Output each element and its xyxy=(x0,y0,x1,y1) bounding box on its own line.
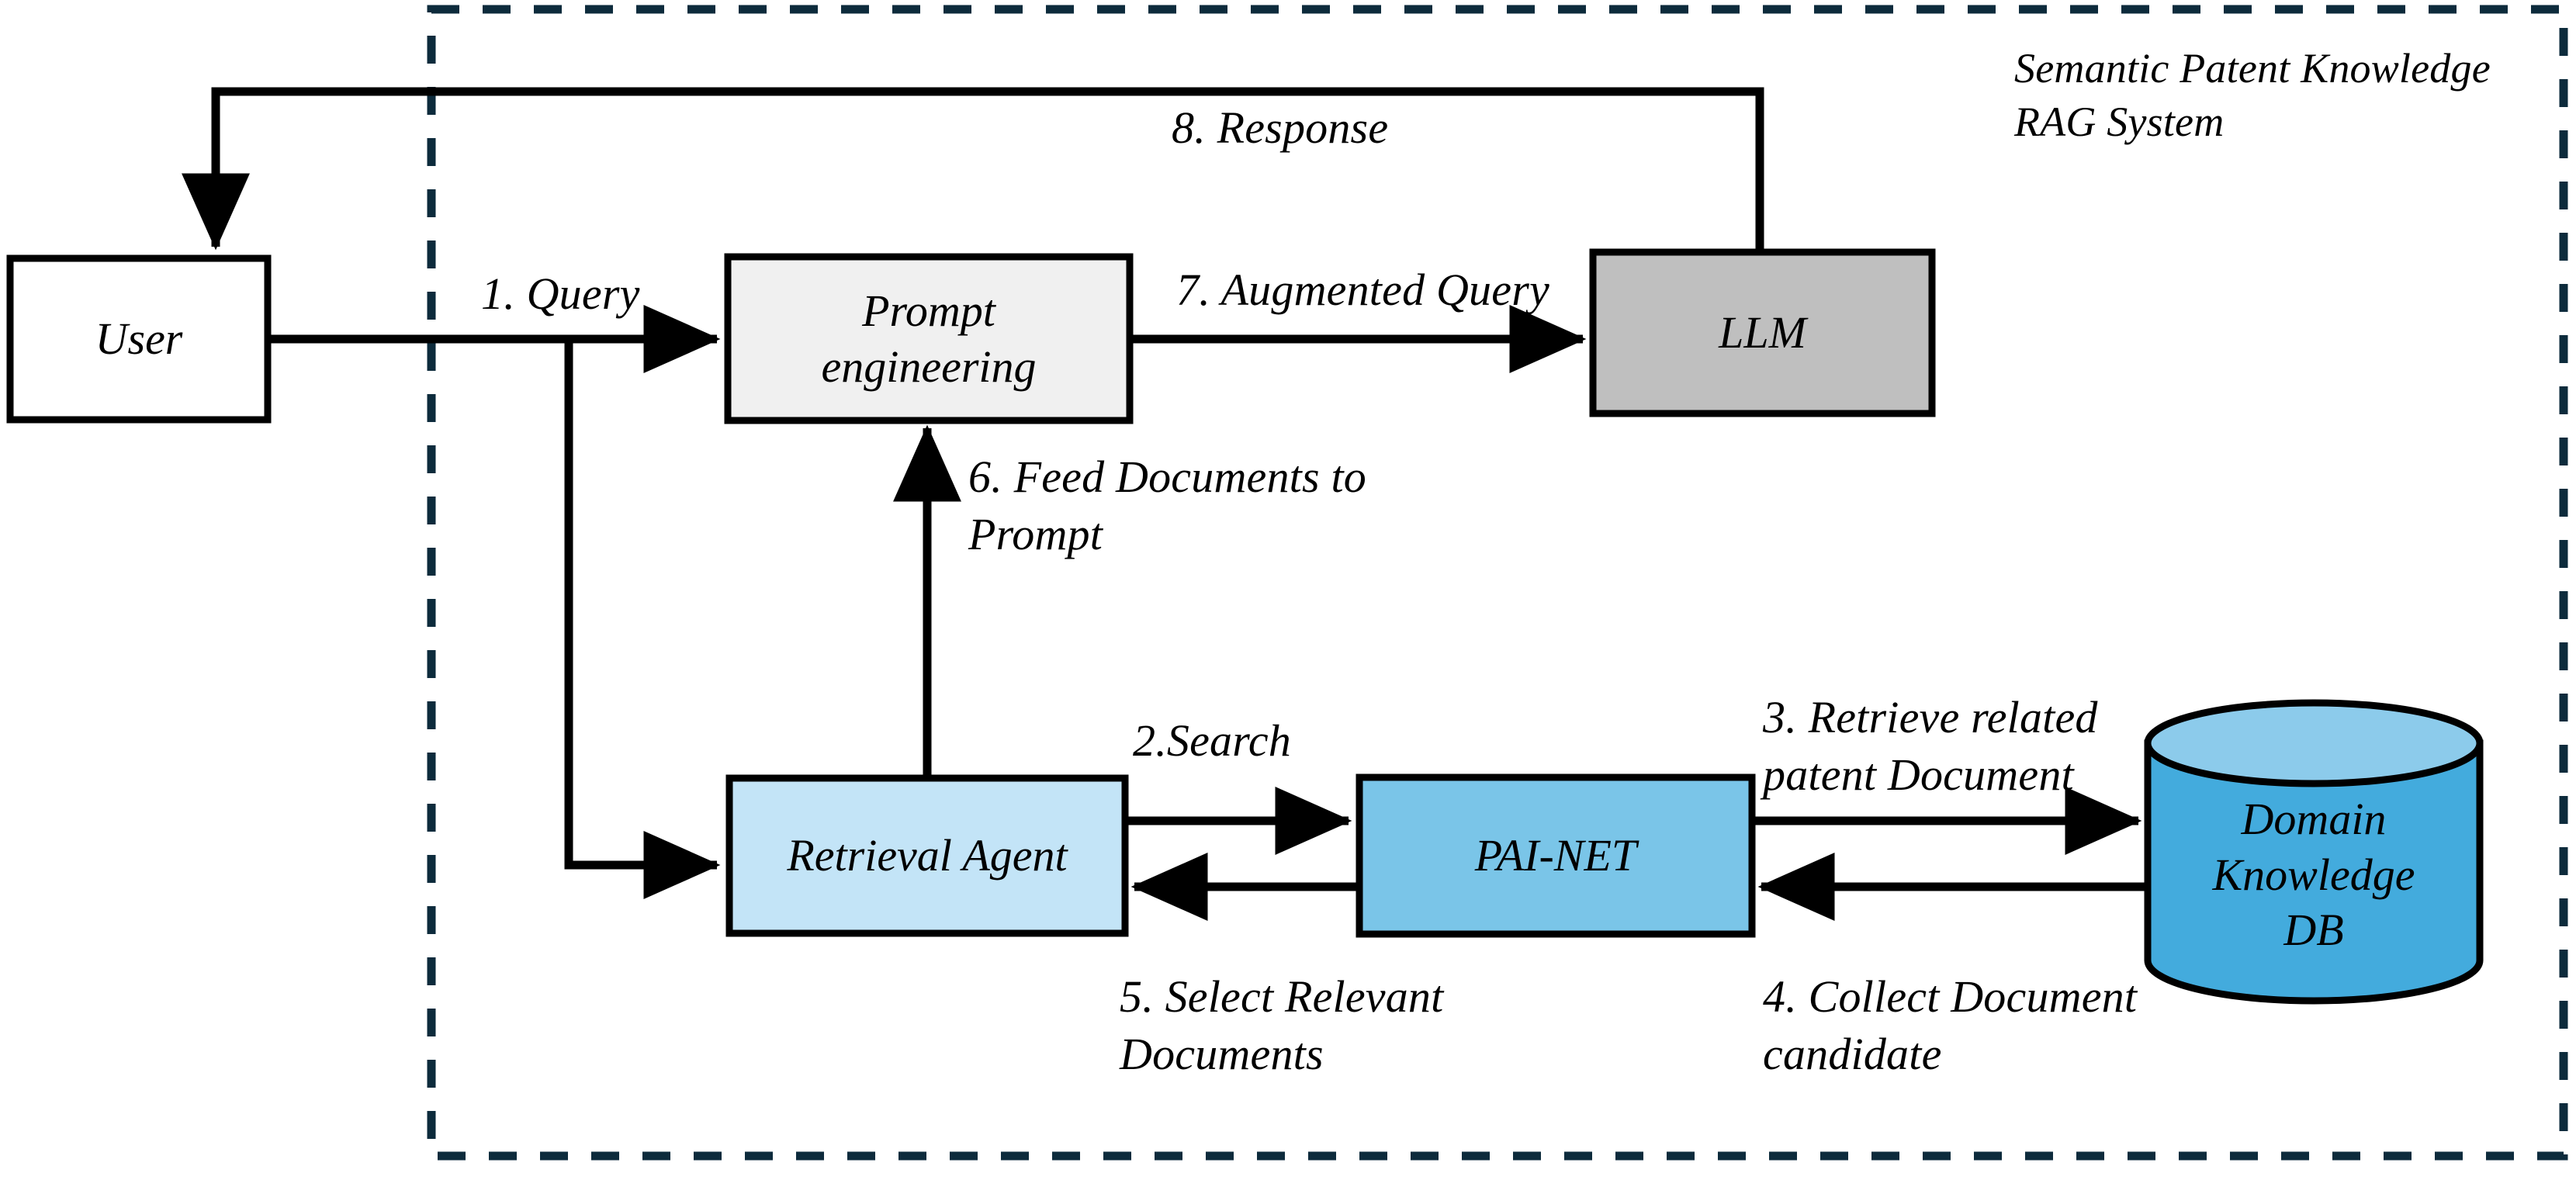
edge-search-label: 2.Search xyxy=(1133,715,1292,766)
system-title: Semantic Patent Knowledge RAG System xyxy=(2014,45,2491,146)
edge-select-relevant-label: 5. Select Relevant Documents xyxy=(1120,971,1444,1080)
edge-collect-candidate-label: 4. Collect Document candidate xyxy=(1763,971,2138,1080)
node-user[interactable] xyxy=(6,254,272,424)
edge-query-branch-line xyxy=(564,339,721,899)
edge-feed-documents-label: 6. Feed Documents to Prompt xyxy=(968,452,1366,560)
edge-retrieve-patent-label: 3. Retrieve related patent Document xyxy=(1763,692,2098,801)
edge-query-label: 1. Query xyxy=(481,268,640,319)
node-prompt-engineering[interactable] xyxy=(724,253,1134,424)
node-llm[interactable] xyxy=(1589,248,1936,417)
edge-response-label: 8. Response xyxy=(1172,102,1389,153)
node-retrieval-agent[interactable] xyxy=(725,774,1129,937)
node-domain-knowledge-db[interactable] xyxy=(2144,699,2484,1005)
edge-augmented-query-label: 7. Augmented Query xyxy=(1176,265,1549,315)
edge-response-line xyxy=(182,87,1764,251)
node-pai-net[interactable] xyxy=(1356,773,1756,938)
